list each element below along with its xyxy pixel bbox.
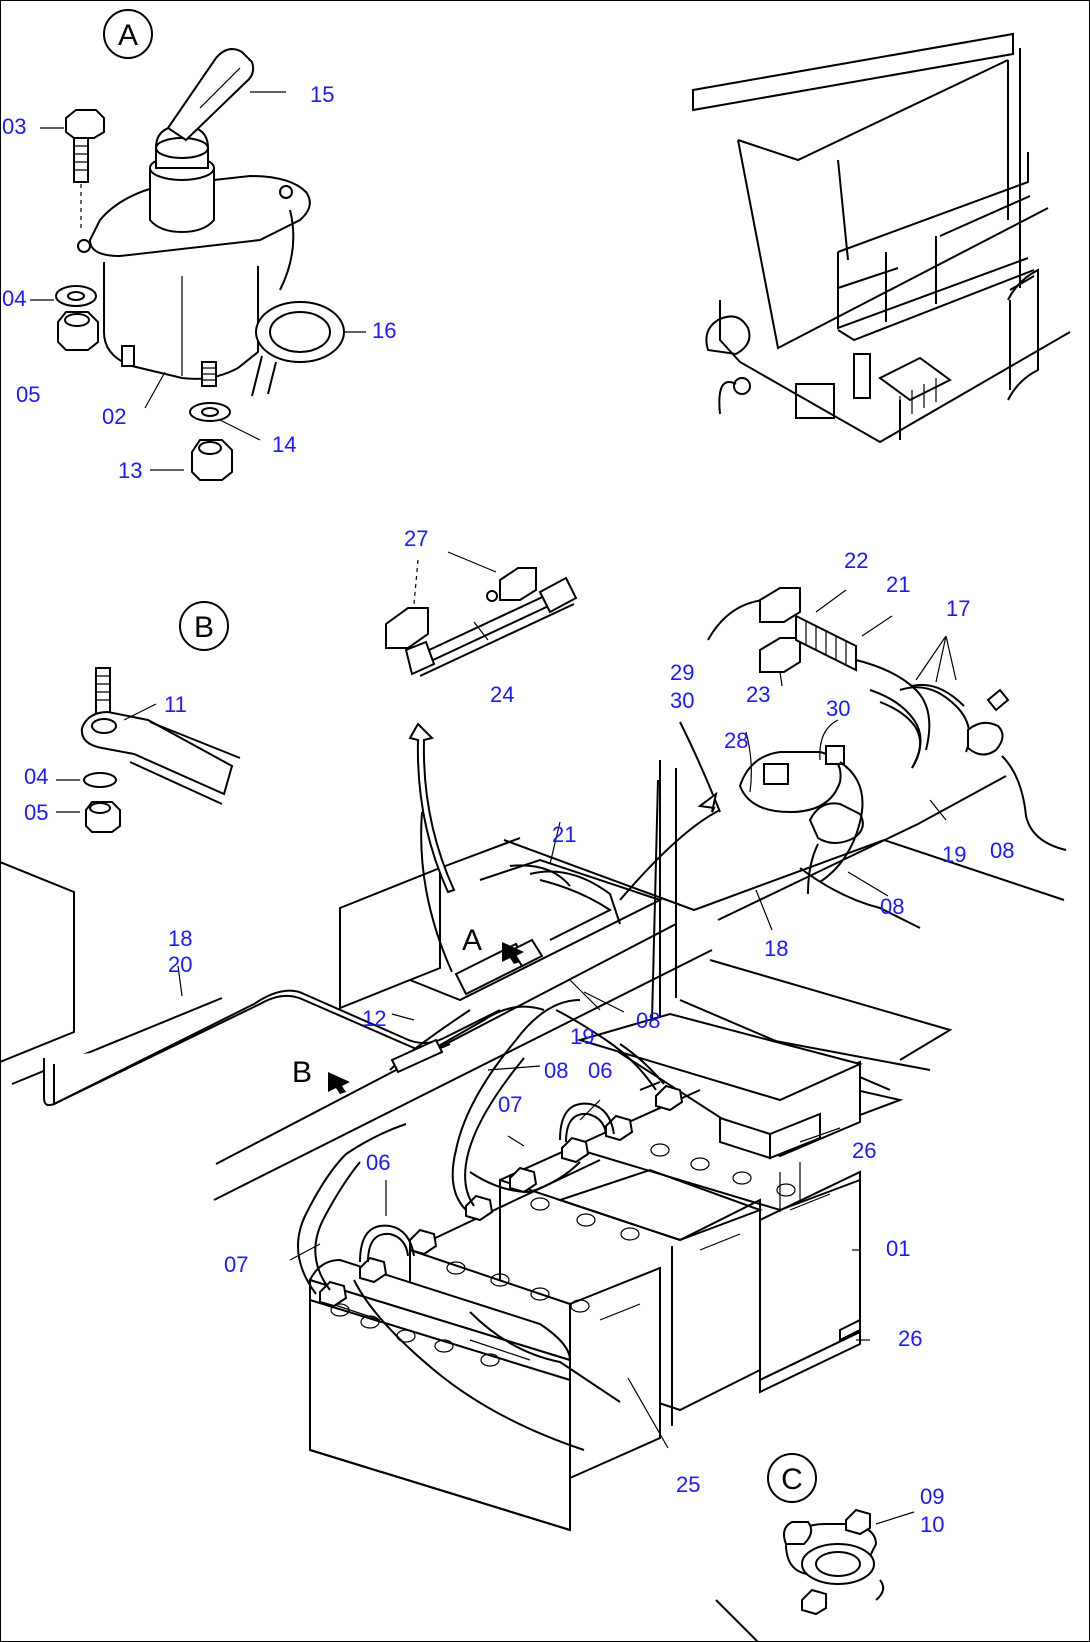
view-arrow-a: A [462, 924, 524, 964]
harness-detail [679, 587, 1067, 931]
cable-terminal-16 [251, 209, 345, 397]
label-06-a: 06 [588, 1058, 612, 1083]
label-18-a: 18 [764, 936, 788, 961]
label-10: 10 [920, 1512, 944, 1537]
battery-block [289, 999, 870, 1532]
label-30-b: 30 [826, 696, 850, 721]
view-a-detail: A [30, 9, 366, 481]
relay-harness-24 [385, 551, 578, 677]
switch-body-02 [77, 174, 311, 387]
machine-overview [692, 32, 1071, 444]
label-06-b: 06 [366, 1150, 390, 1175]
label-05-b: 05 [24, 800, 48, 825]
label-09: 09 [920, 1484, 944, 1509]
battery-terminals [319, 1084, 684, 1308]
label-24: 24 [490, 682, 514, 707]
view-b-circle [179, 601, 229, 651]
label-03: 03 [2, 114, 26, 139]
label-28: 28 [724, 728, 748, 753]
label-21-a: 21 [886, 572, 910, 597]
label-16: 16 [372, 318, 396, 343]
label-13: 13 [118, 458, 142, 483]
label-18-b: 18 [168, 926, 192, 951]
label-08-d: 08 [544, 1058, 568, 1083]
view-c-detail: C [767, 1453, 915, 1616]
view-c-circle [767, 1453, 817, 1503]
label-14: 14 [272, 432, 296, 457]
label-30-a: 30 [670, 688, 694, 713]
view-a-letter: A [118, 19, 138, 52]
battery-caps [330, 1143, 796, 1367]
label-23: 23 [746, 682, 770, 707]
label-15: 15 [310, 82, 334, 107]
label-20: 20 [168, 952, 192, 977]
label-19-a: 19 [942, 842, 966, 867]
label-05-a: 05 [16, 382, 40, 407]
label-12: 12 [362, 1006, 386, 1031]
label-08-a: 08 [990, 838, 1014, 863]
label-04-a: 04 [2, 286, 26, 311]
view-c-letter: C [781, 1463, 803, 1496]
bolt-03 [65, 109, 105, 228]
label-22: 22 [844, 548, 868, 573]
label-04-b: 04 [24, 764, 48, 789]
label-29: 29 [670, 660, 694, 685]
arrow-b-letter: B [292, 1056, 312, 1089]
view-b-detail: B [56, 601, 241, 833]
label-26-b: 26 [898, 1326, 922, 1351]
main-assembly [0, 722, 1065, 1642]
arrow-a-letter: A [462, 924, 482, 957]
label-27: 27 [404, 526, 428, 551]
label-25: 25 [676, 1472, 700, 1497]
washer-14-nut-13 [189, 402, 233, 481]
label-08-c: 08 [636, 1008, 660, 1033]
switch-key-15 [149, 48, 255, 234]
label-11: 11 [164, 692, 187, 717]
label-21-b: 21 [552, 822, 576, 847]
label-02: 02 [102, 404, 126, 429]
label-19-b: 19 [570, 1024, 594, 1049]
label-07-a: 07 [498, 1092, 522, 1117]
label-08-b: 08 [880, 894, 904, 919]
label-17: 17 [946, 596, 970, 621]
view-b-letter: B [194, 611, 214, 644]
view-a-circle [103, 9, 153, 59]
label-01: 01 [886, 1236, 910, 1261]
part-labels: 03 15 04 16 05 02 14 13 27 24 22 21 17 2… [2, 82, 1014, 1537]
label-26-a: 26 [852, 1138, 876, 1163]
view-arrow-b: B [292, 1056, 350, 1094]
label-07-b: 07 [224, 1252, 248, 1277]
washer-04-nut-05 [55, 285, 99, 351]
